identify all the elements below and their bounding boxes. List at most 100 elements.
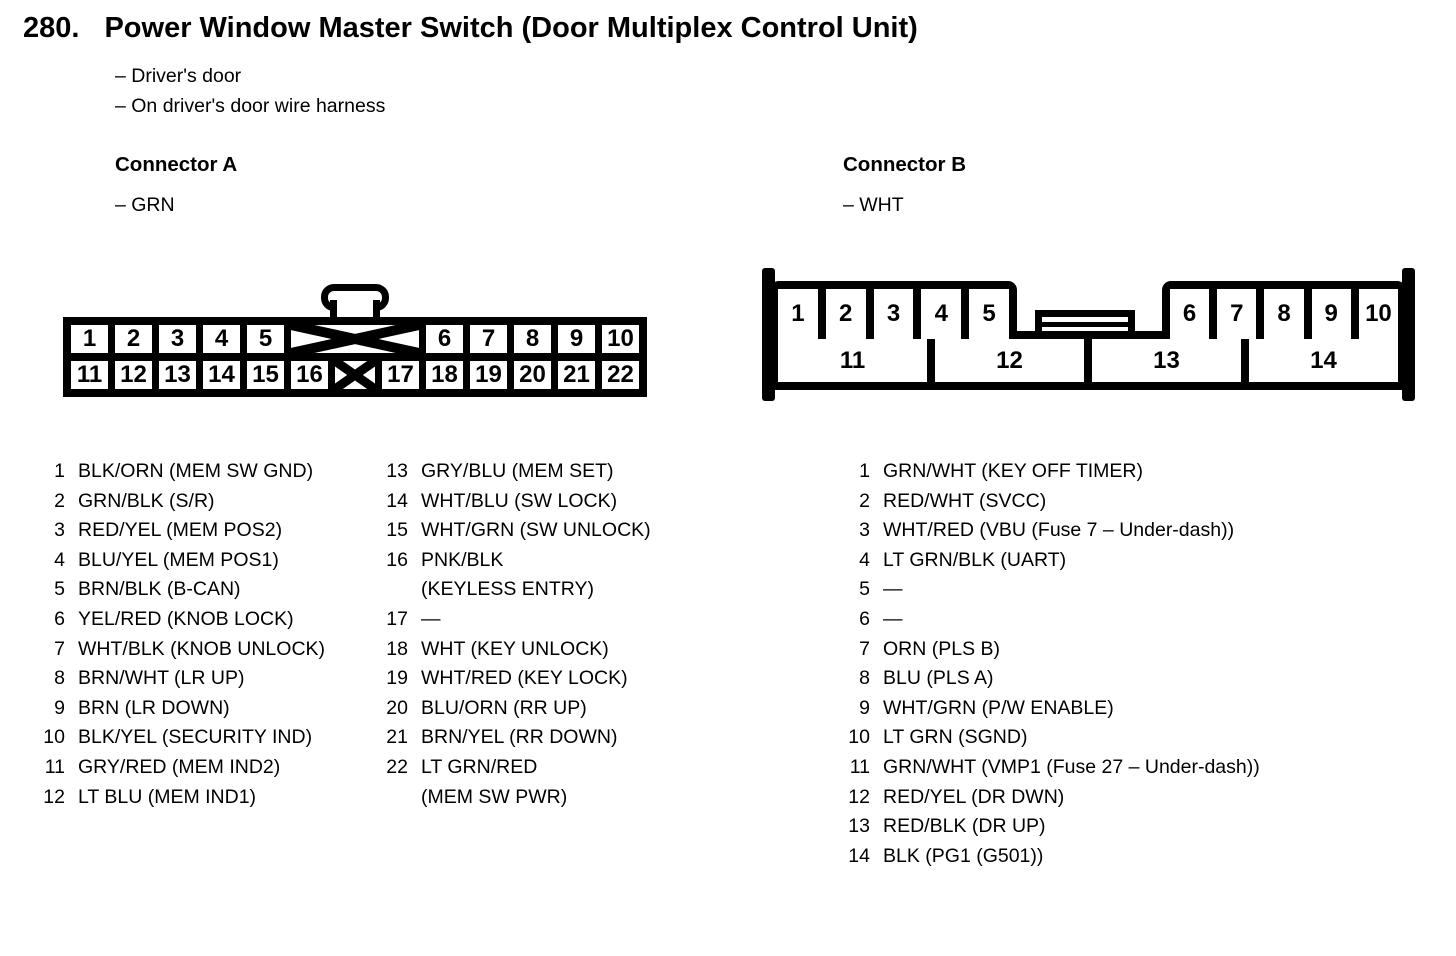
- pin-number: 18: [386, 637, 408, 660]
- connector-b-header: Connector B – WHT: [843, 153, 966, 217]
- subtitle-list: – Driver's door – On driver's door wire …: [115, 62, 385, 121]
- pin-number: 1: [859, 460, 870, 482]
- subtitle-line: – Driver's door: [115, 65, 242, 87]
- pin-number: 10: [848, 726, 870, 749]
- pin-cavity: 6: [426, 325, 463, 353]
- pin-description: BRN (LR DOWN): [78, 696, 230, 719]
- pin-description: RED/YEL (MEM POS2): [78, 519, 283, 542]
- connector-b-color-note: – WHT: [843, 194, 904, 216]
- connector-b-diagram: 11 12 13 14 1 2 3 4 5 6 7 8 9 10: [762, 268, 1415, 401]
- pin-description: PNK/BLK (KEYLESS ENTRY): [421, 548, 595, 601]
- pin-number: 11: [44, 755, 65, 778]
- pin-number: 9: [859, 696, 870, 719]
- pin-cavity: 2: [825, 289, 866, 339]
- connector-a-body: 1 2 3 4 5 6 7 8 9 10 11 12: [63, 317, 647, 397]
- pin-description: WHT (KEY UNLOCK): [421, 637, 609, 660]
- pin-description: RED/YEL (DR DWN): [883, 785, 1065, 808]
- pin-number: 13: [386, 460, 408, 482]
- item-number: 280.: [23, 12, 80, 44]
- pin-description: LT GRN (SGND): [883, 726, 1028, 749]
- x-mark-icon: [291, 325, 419, 353]
- pin-cavity: 7: [470, 325, 507, 353]
- pin-cavity: 22: [602, 361, 639, 389]
- pin-number: 2: [54, 489, 65, 512]
- connector-a-diagram: 1 2 3 4 5 6 7 8 9 10 11 12: [63, 284, 647, 397]
- pin-cavity: 1: [778, 289, 818, 339]
- pin-description: BRN/WHT (LR UP): [78, 667, 245, 690]
- pin-cavity: 13: [159, 361, 196, 389]
- pin-number: 9: [54, 696, 65, 719]
- pin-description: ORN (PLS B): [883, 637, 1001, 660]
- blocked-cavity-x-icon: [291, 325, 419, 353]
- pin-number: 7: [859, 637, 870, 660]
- pin-number: 5: [859, 578, 870, 601]
- pin-number: 3: [54, 519, 65, 542]
- pin-cavity: 7: [1217, 289, 1257, 339]
- connector-a-latch-tab-icon: [321, 284, 389, 317]
- pin-description: WHT/BLK (KNOB UNLOCK): [78, 637, 326, 660]
- pin-cavity: 6: [1170, 289, 1210, 339]
- pin-number: 8: [54, 667, 65, 690]
- pin-cavity: 19: [470, 361, 507, 389]
- pin-number: 12: [848, 785, 870, 808]
- pin-description: LT GRN/BLK (UART): [883, 548, 1067, 571]
- pin-cavity: 5: [247, 325, 284, 353]
- pin-number: 4: [54, 548, 65, 571]
- pin-description: RED/BLK (DR UP): [883, 815, 1046, 838]
- pin-number: 12: [43, 785, 65, 808]
- pin-cavity: 3: [873, 289, 914, 339]
- pin-cavity: 10: [1358, 289, 1399, 339]
- pin-description: WHT/RED (VBU (Fuse 7 – Under-dash)): [883, 519, 1235, 542]
- pin-cavity: 10: [602, 325, 639, 353]
- pin-description: YEL/RED (KNOB LOCK): [78, 607, 294, 630]
- pin-cavity: 12: [115, 361, 152, 389]
- connector-b-top-right-block: 6 7 8 9 10: [1162, 281, 1406, 339]
- pin-number: 22: [386, 755, 408, 778]
- pin-number: 6: [54, 607, 65, 630]
- pin-cavity: 12: [935, 339, 1084, 382]
- pin-cavity: 11: [778, 339, 927, 382]
- pin-number: 4: [859, 548, 870, 571]
- pin-cavity: 13: [1092, 339, 1241, 382]
- lock-slot-line: [1042, 321, 1128, 327]
- pin-cavity: 14: [1249, 339, 1398, 382]
- pin-description: BLU (PLS A): [883, 667, 994, 690]
- pin-description: WHT/RED (KEY LOCK): [421, 667, 628, 690]
- pin-number: 21: [386, 726, 408, 749]
- connector-a-header: Connector A – GRN: [115, 153, 237, 217]
- pin-description: BRN/YEL (RR DOWN): [421, 726, 618, 749]
- connector-a-color-note: – GRN: [115, 194, 175, 216]
- pin-description: GRY/BLU (MEM SET): [421, 460, 614, 482]
- pin-cavity: 2: [115, 325, 152, 353]
- pin-description: —: [883, 578, 903, 601]
- pin-description: BRN/BLK (B-CAN): [78, 578, 241, 601]
- subtitle-line: – On driver's door wire harness: [115, 94, 386, 117]
- pin-cavity: 3: [159, 325, 196, 353]
- item-title: Power Window Master Switch (Door Multipl…: [104, 12, 918, 44]
- pin-cavity: 16: [291, 361, 328, 389]
- connector-a-top-row: 1 2 3 4 5 6 7 8 9 10: [71, 325, 639, 353]
- pin-number: 2: [859, 489, 870, 512]
- pin-description: WHT/GRN (P/W ENABLE): [883, 696, 1114, 719]
- pin-cavity: 1: [71, 325, 108, 353]
- connector-b-label: Connector B: [843, 153, 966, 176]
- pin-cavity: 11: [71, 361, 108, 389]
- pin-cavity: 18: [426, 361, 463, 389]
- pin-number: 14: [848, 844, 870, 867]
- x-mark-icon: [335, 361, 375, 389]
- pin-number: 16: [386, 548, 408, 571]
- pin-number: 7: [54, 637, 65, 660]
- latch-stem: [330, 300, 380, 317]
- pin-number: 13: [848, 815, 870, 838]
- pin-cavity: 14: [203, 361, 240, 389]
- pin-number: 15: [386, 519, 408, 542]
- pin-description: RED/WHT (SVCC): [883, 489, 1047, 512]
- pin-description: BLK (PG1 (G501)): [883, 844, 1044, 867]
- pin-number: 14: [386, 489, 408, 512]
- pin-number: 5: [54, 578, 65, 601]
- pin-number: 1: [54, 460, 65, 482]
- pin-description: BLU/ORN (RR UP): [421, 696, 587, 719]
